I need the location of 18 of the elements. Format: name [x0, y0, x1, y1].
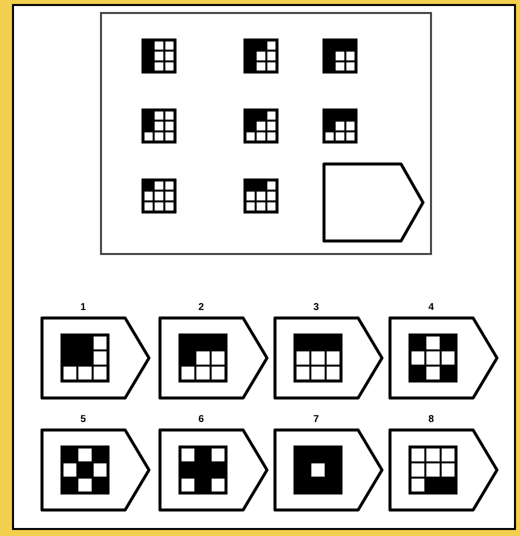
answer-option-card — [388, 428, 500, 512]
option-number: 1 — [80, 302, 86, 314]
answer-option-card — [273, 316, 385, 400]
option-number: 3 — [313, 302, 319, 314]
answer-option-card — [158, 316, 270, 400]
answer-option-card — [273, 428, 385, 512]
option-number: 6 — [198, 414, 204, 426]
option-number: 7 — [313, 414, 319, 426]
answer-option-card — [158, 428, 270, 512]
answer-option-card — [40, 316, 152, 400]
matrix-frame — [100, 12, 432, 255]
answer-option-card — [40, 428, 152, 512]
option-number: 8 — [428, 414, 434, 426]
empty-answer-slot — [322, 162, 426, 243]
option-number: 2 — [198, 302, 204, 314]
option-number: 4 — [428, 302, 434, 314]
answer-option-card — [388, 316, 500, 400]
option-number: 5 — [80, 414, 86, 426]
